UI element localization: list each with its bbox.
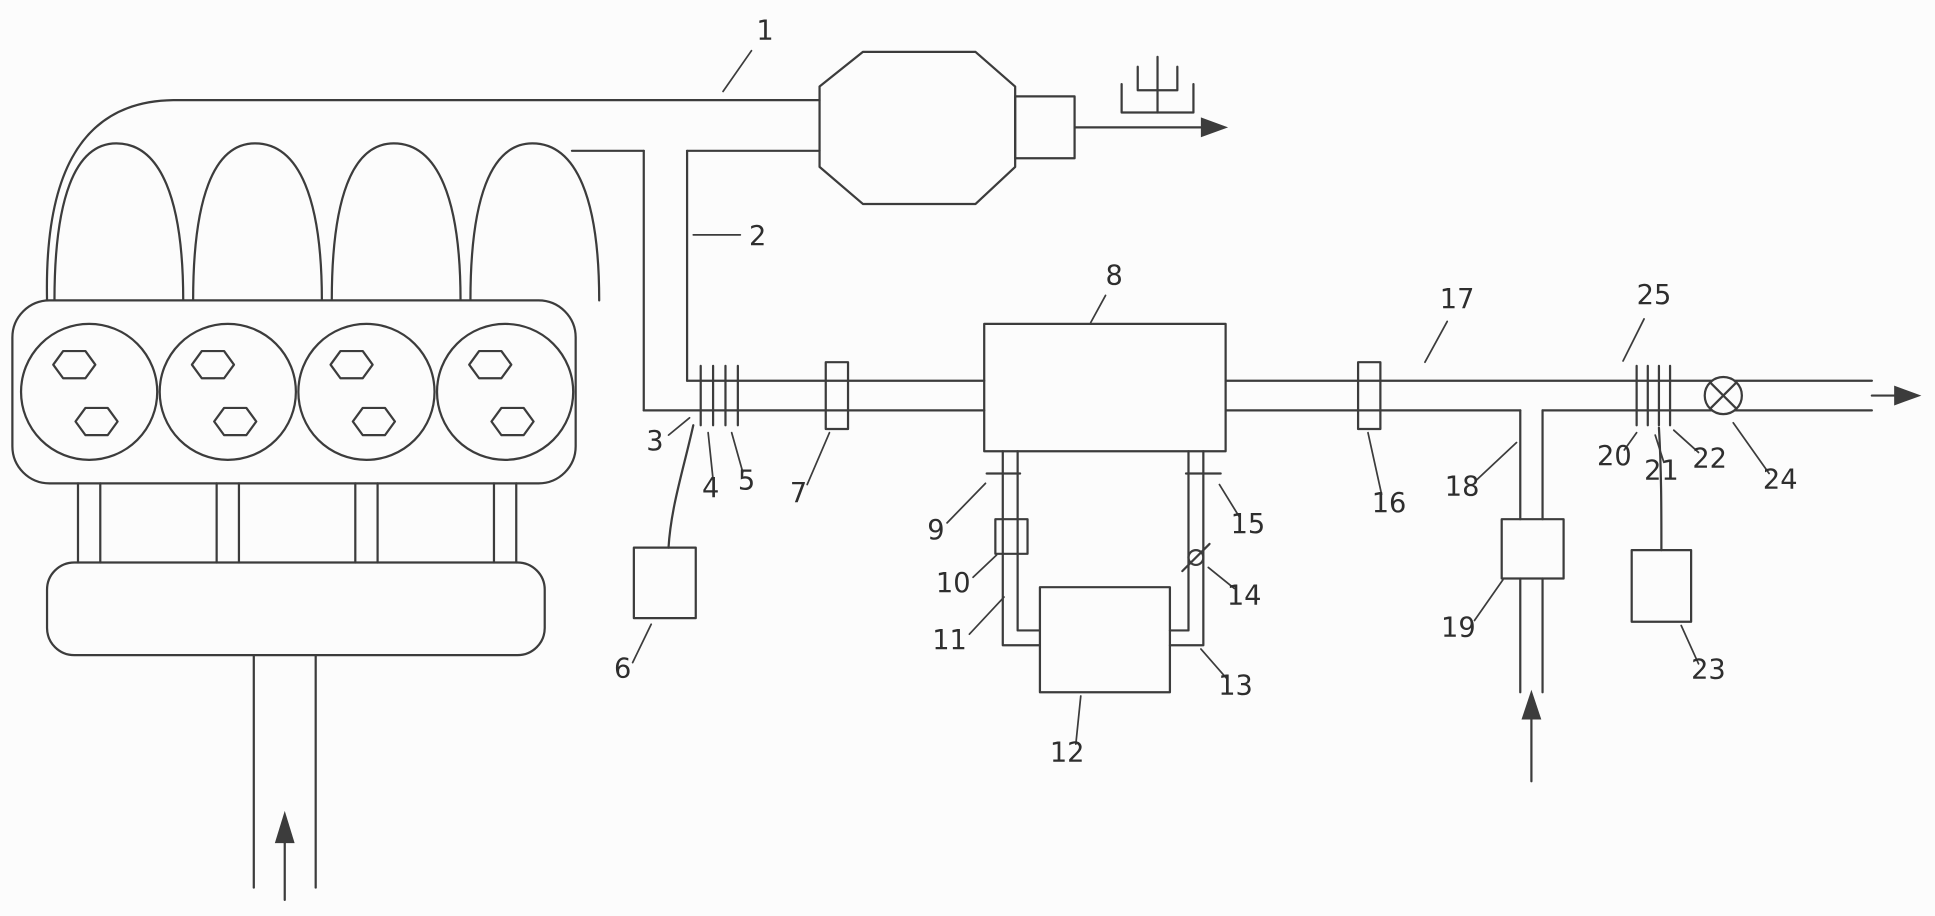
box-6-lead-wire [667, 424, 695, 549]
branch-inlet-arrowhead [1521, 689, 1542, 720]
engine-block-outline [11, 299, 577, 485]
pump-box-12 [1038, 586, 1172, 694]
main-unit-box-8 [983, 322, 1227, 453]
callout-4: 4 [702, 473, 719, 504]
check-valve-14 [1187, 548, 1205, 567]
pipe-flange-7 [824, 361, 850, 431]
throttle-valve-24 [1703, 375, 1743, 416]
exhaust-manifold [45, 99, 821, 302]
right-main-pipe [1224, 379, 1873, 412]
callout-15: 15 [1231, 509, 1266, 540]
loop-left-pipe-inner [1016, 450, 1042, 632]
callout-5: 5 [738, 466, 755, 497]
callout-14: 14 [1227, 581, 1262, 612]
loop-right-pipe-inner [1168, 450, 1190, 632]
callout-2: 2 [749, 221, 766, 252]
callout-19: 19 [1441, 613, 1476, 644]
callout-3: 3 [646, 426, 663, 457]
callout-21: 21 [1644, 456, 1679, 487]
box-23 [1630, 548, 1693, 623]
lower-loop-circuit [985, 450, 1222, 694]
catalytic-converter [818, 50, 1205, 206]
branch-box-19 [1500, 518, 1565, 580]
box-6 [632, 546, 697, 620]
callout-23: 23 [1691, 655, 1726, 686]
callout-6: 6 [614, 653, 631, 684]
callout-11: 11 [932, 625, 967, 656]
callout-20: 20 [1597, 441, 1632, 472]
egr-takeoff-pipe [642, 149, 986, 412]
callout-leaders [631, 49, 1770, 746]
callout-22: 22 [1692, 443, 1727, 474]
callout-1: 1 [756, 16, 773, 47]
intake-air-arrowhead [274, 810, 295, 844]
callout-9: 9 [927, 515, 944, 546]
loop-left-pipe-outer [1001, 450, 1042, 647]
callout-16: 16 [1372, 488, 1407, 519]
callout-25: 25 [1637, 280, 1672, 311]
callout-12: 12 [1050, 737, 1085, 768]
sensor-ticks-3-4-5 [699, 364, 739, 427]
cylinder-valves [52, 349, 535, 437]
callout-18: 18 [1445, 472, 1480, 503]
controller-box-6 [632, 424, 697, 620]
box-23-lead-wire [1657, 426, 1663, 552]
converter-outlet-stub [1014, 95, 1076, 160]
sensor-ticks-20-21-22 [1635, 364, 1672, 427]
check-valve-14-stem [1181, 542, 1211, 573]
converter-body [818, 50, 1017, 206]
loop-right-pipe-outer [1168, 450, 1205, 647]
right-flow-arrowhead [1894, 385, 1922, 406]
small-box-10 [994, 518, 1029, 555]
pipe-flange-16 [1356, 361, 1382, 431]
cylinder-2 [158, 322, 297, 461]
engine-block [11, 299, 577, 485]
cylinder-1 [19, 322, 159, 461]
exhaust-out-arrowhead [1200, 117, 1229, 138]
outlet-label-glyph [1120, 55, 1195, 114]
callout-8: 8 [1106, 260, 1123, 291]
exhaust-collector-top-line [45, 99, 821, 302]
callout-13: 13 [1218, 671, 1253, 702]
callout-24: 24 [1763, 464, 1798, 495]
intake-manifold [45, 482, 546, 902]
cylinder-3 [297, 322, 436, 461]
controller-box-23 [1630, 426, 1693, 623]
callout-7: 7 [790, 478, 807, 509]
cylinder-4 [435, 322, 575, 461]
callout-17: 17 [1440, 284, 1475, 315]
intake-plenum [45, 561, 546, 657]
callout-10: 10 [936, 568, 971, 599]
intake-branch-pipe [1500, 409, 1565, 783]
